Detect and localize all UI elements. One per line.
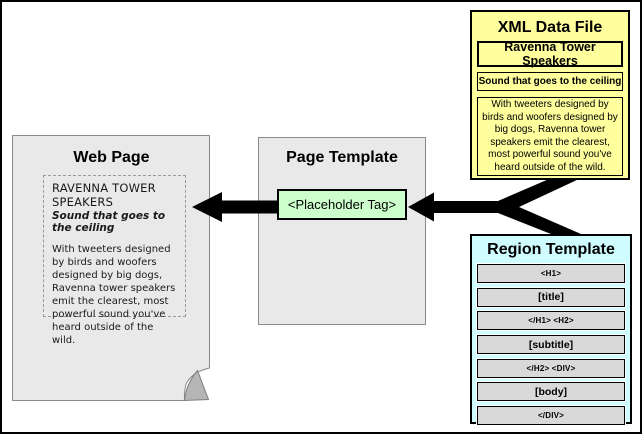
arrow-sources-to-template <box>408 179 581 234</box>
xml-data-file-box: XML Data File Ravenna Tower Speakers Sou… <box>470 10 630 180</box>
web-page-shape <box>12 135 210 402</box>
region-row-h1-open: <H1> <box>476 263 626 284</box>
region-row-h1-close-h2-open: </H1> <H2> <box>476 310 626 332</box>
placeholder-tag-box: <Placeholder Tag> <box>277 189 407 220</box>
web-page-title: Web Page <box>73 149 150 166</box>
placeholder-tag-label: <Placeholder Tag> <box>287 197 397 212</box>
region-row-subtitle: [subtitle] <box>476 334 626 356</box>
web-page-figure: Web Page RAVENNA TOWER SPEAKERS Sound th… <box>12 135 211 402</box>
web-page-heading: RAVENNA TOWER SPEAKERS <box>52 181 156 210</box>
region-row-h2-close-div-open: </H2> <DIV> <box>476 357 626 379</box>
region-row-div-close: </DIV> <box>476 405 626 427</box>
xml-field-subtitle: Sound that goes to the ceiling <box>477 72 623 91</box>
region-template-rows: <H1> [title] </H1> <H2> [subtitle] </H2>… <box>476 263 626 427</box>
region-row-title: [title] <box>476 286 626 308</box>
page-template-box: Page Template <box>258 137 426 325</box>
web-page-content: Web Page RAVENNA TOWER SPEAKERS Sound th… <box>12 135 211 346</box>
region-template-title: Region Template <box>487 241 615 258</box>
xml-field-title: Ravenna Tower Speakers <box>477 40 623 68</box>
web-page-subtitle: Sound that goes to the ceiling <box>52 210 166 235</box>
page-template-title: Page Template <box>286 149 398 166</box>
xml-field-body: With tweeters designed by birds and woof… <box>477 97 623 176</box>
region-row-body: [body] <box>476 381 626 403</box>
region-template-box: Region Template <H1> [title] </H1> <H2> … <box>470 234 632 427</box>
web-page-rendered-region: RAVENNA TOWER SPEAKERS Sound that goes t… <box>43 175 186 346</box>
xml-data-file-title: XML Data File <box>497 19 603 36</box>
web-page-body-text: With tweeters designed by birds and woof… <box>52 243 176 346</box>
page-fold-corner <box>183 369 210 402</box>
